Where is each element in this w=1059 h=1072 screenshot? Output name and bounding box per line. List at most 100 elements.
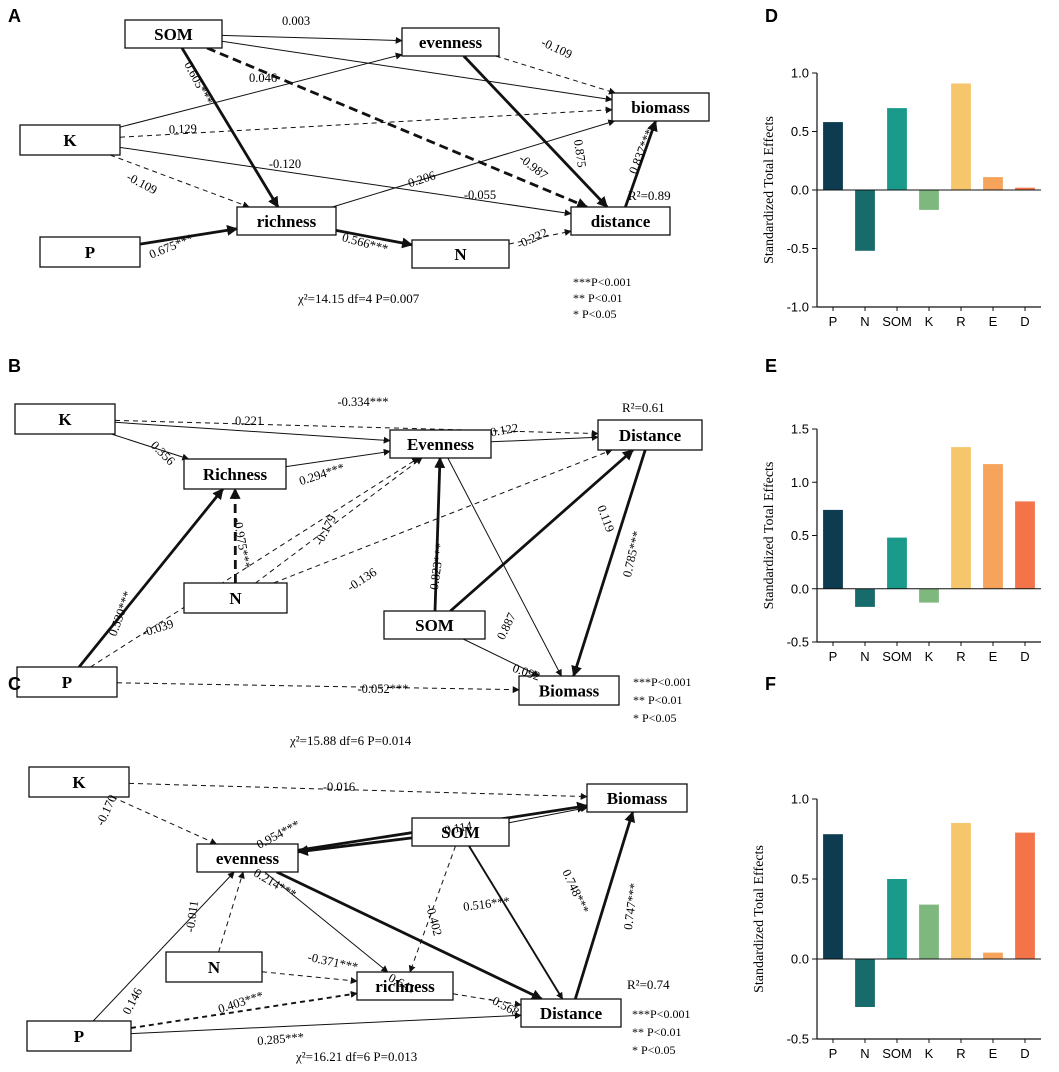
x-tick-label: E [989,1046,998,1061]
node-box [28,766,130,798]
x-tick-label: SOM [882,314,912,329]
y-axis-label: Standardized Total Effects [762,116,777,264]
node-n: N [165,951,263,983]
node-box [16,666,118,698]
node-label: evenness [419,33,483,52]
path-coefficient: 0.748*** [559,867,591,915]
node-box [520,998,622,1028]
path-p-to-biomass [116,682,520,694]
path-coefficient: -0.055 [464,188,496,202]
r-squared: R²=0.89 [628,188,671,203]
model-fit: χ²=16.21 df=6 P=0.013 [295,1049,417,1064]
y-tick-label: -0.5 [787,241,809,256]
path-coefficient: -0.987 [516,151,550,182]
path-coefficient: 0.675*** [147,231,196,262]
bar-d [1015,832,1035,959]
y-tick-label: -1.0 [787,300,809,315]
bar-n [855,959,875,1007]
node-label: richness [375,977,435,996]
node-box [597,419,703,451]
x-tick-label: R [956,649,965,664]
node-box [236,206,337,236]
bar-som [887,537,907,589]
node-richness: richness [236,206,337,236]
x-tick-label: P [829,649,838,664]
node-som: SOM [124,19,223,49]
path-evenness-to-biomass [447,457,562,677]
node-label: evenness [216,849,280,868]
path-som-to-evenness [433,456,446,612]
path-richness-to-evenness [285,448,391,468]
node-label: richness [257,212,317,231]
path-coefficient: -0.334*** [337,395,388,409]
x-tick-label: D [1020,1046,1029,1061]
x-tick-label: R [956,1046,965,1061]
x-tick-label: K [925,649,934,664]
path-coefficient: 0.114 [443,819,473,838]
path-richness-to-distance [452,993,522,1008]
path-coefficient: 0.516*** [462,894,510,914]
bar-p [823,834,843,959]
node-label: K [58,410,72,429]
path-coefficient: -0.170 [93,793,119,828]
bar-p [823,122,843,190]
node-biomass: biomass [611,92,710,122]
y-axis-label: Standardized Total Effects [762,462,777,610]
bar-som [887,879,907,959]
y-tick-label: 1.0 [791,66,809,81]
path-coefficient: 0.122 [489,421,519,440]
x-tick-label: K [925,314,934,329]
bar-r [951,447,971,589]
path-coefficient: -0.016 [323,780,355,794]
bar-d [1015,501,1035,589]
path-som-to-biomass [462,638,540,677]
path-coefficient: -0.568 [486,992,521,1020]
path-n-to-evenness [255,457,423,584]
x-tick-label: D [1020,649,1029,664]
panel-letter-b: B [8,356,21,376]
node-biomass: Biomass [586,783,688,813]
path-p-to-richness [78,488,224,668]
node-box [518,675,620,706]
node-label: N [229,589,242,608]
path-p-to-distance [130,1012,522,1035]
path-coefficient: -0.179 [312,513,340,548]
node-distance: distance [570,206,671,236]
r-squared: R²=0.61 [622,400,665,415]
path-k-to-richness [111,433,190,461]
node-k: K [19,124,121,156]
significance-legend-item: ***P<0.001 [573,275,631,289]
bar-e [983,952,1003,959]
x-tick-label: N [860,649,869,664]
node-evenness: evenness [196,843,299,873]
node-label: K [72,773,86,792]
significance-legend-item: ** P<0.01 [633,693,682,707]
node-label: N [208,958,221,977]
node-box [611,92,710,122]
y-tick-label: -0.5 [787,635,809,650]
bar-e [983,464,1003,589]
node-k: K [28,766,130,798]
y-tick-label: 0.5 [791,124,809,139]
path-coefficient: 0.285*** [257,1030,305,1048]
path-k-to-evenness [114,421,391,444]
path-evenness-to-distance [490,433,599,443]
path-coefficient: -0.109 [124,170,159,198]
panel-letter-a: A [8,6,21,26]
node-box [19,124,121,156]
significance-legend-item: * P<0.05 [632,1043,675,1057]
path-coefficient: 0.206 [406,168,437,190]
path-coefficient: 0.356 [148,438,178,468]
node-label: Distance [619,426,682,445]
sem-paths [78,34,658,1035]
node-distance: Distance [597,419,703,451]
x-tick-label: P [829,1046,838,1061]
path-coefficient: -0.371*** [306,950,359,974]
path-distance-to-biomass [624,119,658,208]
path-k-to-biomass [128,782,588,800]
path-som-to-distance [449,448,634,613]
node-som: SOM [411,817,510,847]
